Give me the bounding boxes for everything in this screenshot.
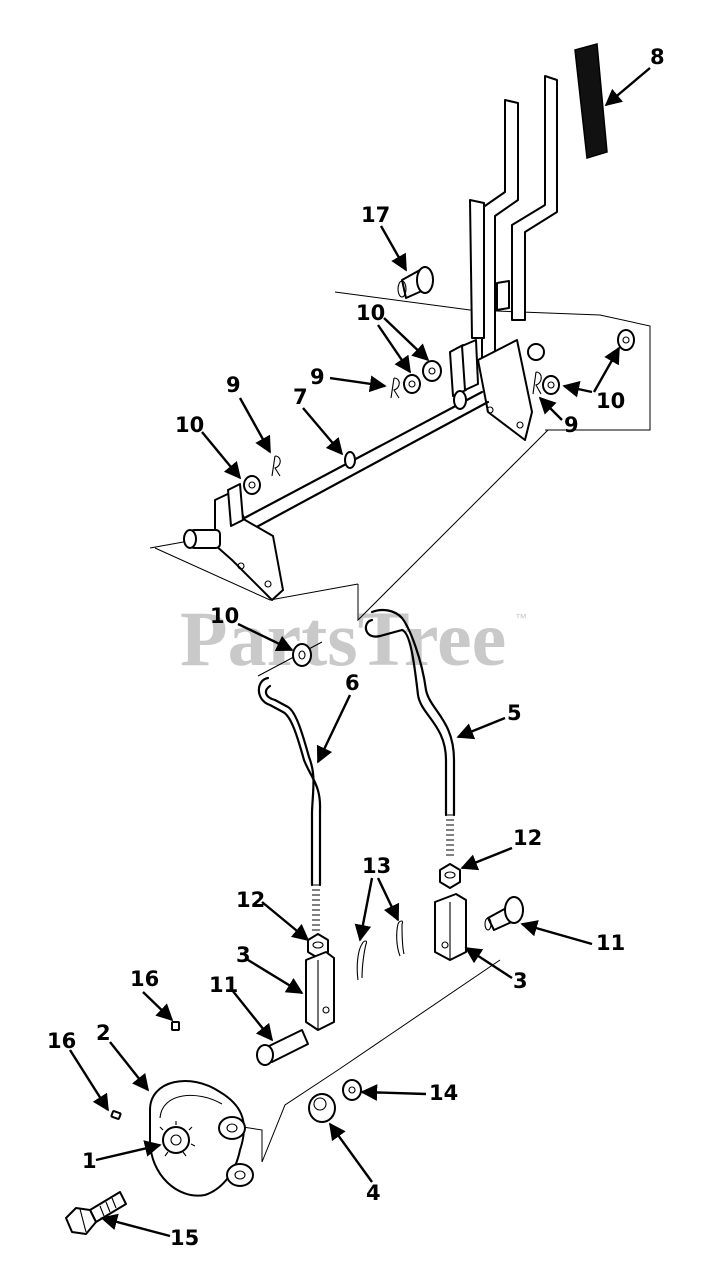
- nuts-12: [307, 863, 461, 959]
- callout-10: 10: [596, 389, 625, 413]
- callout-10: 10: [356, 301, 385, 325]
- callout-17: 17: [361, 203, 390, 227]
- callout-3: 3: [513, 969, 528, 993]
- washers-10: [243, 329, 635, 667]
- right-bracket: [449, 339, 533, 441]
- callout-16: 16: [47, 1029, 76, 1053]
- part-15-bolt: [65, 1191, 127, 1235]
- callout-8: 8: [650, 45, 665, 69]
- callout-5: 5: [507, 701, 522, 725]
- part-7-cross-shaft: [216, 343, 545, 546]
- part-14-washer: [342, 1079, 362, 1101]
- callout-12: 12: [513, 826, 542, 850]
- shift-levers: [469, 75, 558, 363]
- callout-9: 9: [310, 365, 325, 389]
- callout-2: 2: [96, 1021, 111, 1045]
- callout-4: 4: [366, 1181, 381, 1205]
- part-8-grip: [574, 43, 608, 159]
- callout-10: 10: [210, 604, 239, 628]
- watermark-tm: ™: [515, 611, 527, 625]
- callout-14: 14: [429, 1081, 458, 1105]
- callout-6: 6: [345, 671, 360, 695]
- hairpin-clips-9: [271, 371, 542, 477]
- callout-15: 15: [170, 1226, 199, 1250]
- callout-13: 13: [362, 854, 391, 878]
- part-5-rod: [364, 608, 456, 856]
- pins-11: [256, 896, 524, 1066]
- part-2-cam-plate: [149, 1080, 254, 1197]
- callout-11: 11: [596, 931, 625, 955]
- part-4-nut: [308, 1093, 336, 1123]
- part-1-gear-hub: [159, 1121, 196, 1157]
- callout-3: 3: [236, 943, 251, 967]
- part-6-rod: [257, 676, 322, 931]
- part-17-pin: [397, 266, 434, 299]
- watermark: PartsTree: [180, 595, 506, 682]
- callout-labels: 8 17 10 9 9 7 10 10 9 10 6 5 12 13 12 3 …: [47, 45, 665, 1250]
- left-bracket: [183, 483, 284, 601]
- callout-1: 1: [82, 1149, 97, 1173]
- callout-11: 11: [209, 973, 238, 997]
- set-screws-16: [110, 1021, 180, 1120]
- callout-9: 9: [226, 373, 241, 397]
- callout-12: 12: [236, 888, 265, 912]
- cotter-pins-13: [356, 920, 405, 981]
- clevises-3: [305, 893, 467, 1031]
- callout-9: 9: [564, 413, 579, 437]
- leader-arrows: [68, 67, 651, 1238]
- callout-7: 7: [293, 385, 308, 409]
- callout-10: 10: [175, 413, 204, 437]
- callout-16: 16: [130, 967, 159, 991]
